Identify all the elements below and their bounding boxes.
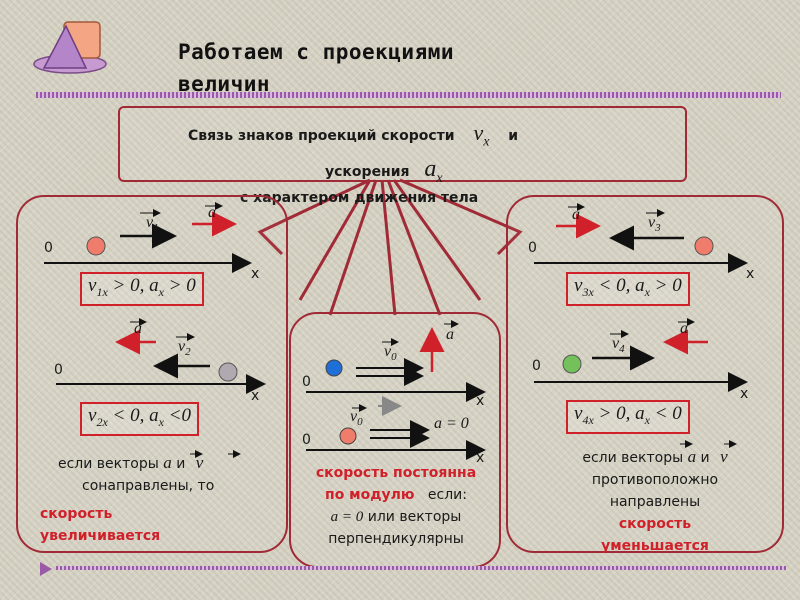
center-panel — [289, 312, 501, 568]
label-a-zero: a = 0 — [434, 415, 469, 432]
axis-origin-3: 0 — [528, 240, 537, 256]
axis-origin-5: 0 — [302, 374, 311, 390]
label-v4: v4 — [612, 335, 625, 356]
label-v1: v1 — [146, 214, 159, 235]
logo — [30, 16, 110, 76]
header-and: и — [508, 128, 519, 144]
header-line1: Связь знаков проекций скорости vx и — [188, 120, 518, 150]
label-a-center: a — [446, 326, 454, 343]
label-v0-top: v0 — [384, 343, 397, 364]
label-v3: v3 — [648, 214, 661, 235]
axis-x-6: x — [476, 450, 485, 466]
header-text-2: ускорения — [325, 164, 410, 180]
condition-box-1: v1x > 0, ax > 0 — [80, 272, 204, 306]
label-a-3: a — [572, 206, 580, 223]
label-v0-bottom: v0 — [350, 408, 363, 429]
label-a-4: a — [680, 320, 688, 337]
axis-origin-4: 0 — [532, 358, 541, 374]
label-a-1: a — [208, 204, 216, 221]
header-text-1: Связь знаков проекций скорости — [188, 128, 455, 144]
label-a-2: a — [134, 320, 142, 337]
vx-symbol: vx — [473, 120, 490, 150]
axis-origin-2: 0 — [54, 362, 63, 378]
axis-origin-6: 0 — [302, 432, 311, 448]
center-explanation: скорость постоянна по модулю если: a = 0… — [315, 465, 477, 547]
axis-x-5: x — [476, 393, 485, 409]
left-explanation: если векторы a и v сонаправлены, то скор… — [40, 453, 215, 544]
right-explanation: если векторы a и v противоположно направ… — [582, 447, 728, 554]
header-line3: с характером движения тела — [240, 190, 479, 206]
condition-box-4: v4x > 0, ax < 0 — [566, 400, 690, 434]
ax-symbol: ax — [424, 156, 443, 186]
divider-bottom — [56, 566, 786, 570]
play-triangle-icon[interactable] — [40, 562, 52, 576]
divider-top — [36, 92, 781, 98]
axis-x-2: x — [251, 388, 260, 404]
label-v2: v2 — [178, 338, 191, 359]
header-line2: ускорения ax — [325, 156, 443, 187]
condition-box-2: v2x < 0, ax <0 — [80, 402, 199, 436]
axis-x-3: x — [746, 266, 755, 282]
axis-origin-1: 0 — [44, 240, 53, 256]
axis-x-4: x — [740, 386, 749, 402]
condition-box-3: v3x < 0, ax > 0 — [566, 272, 690, 306]
axis-x-1: x — [251, 266, 260, 282]
header-box — [118, 106, 687, 182]
triangle-square-logo-icon — [33, 21, 107, 74]
